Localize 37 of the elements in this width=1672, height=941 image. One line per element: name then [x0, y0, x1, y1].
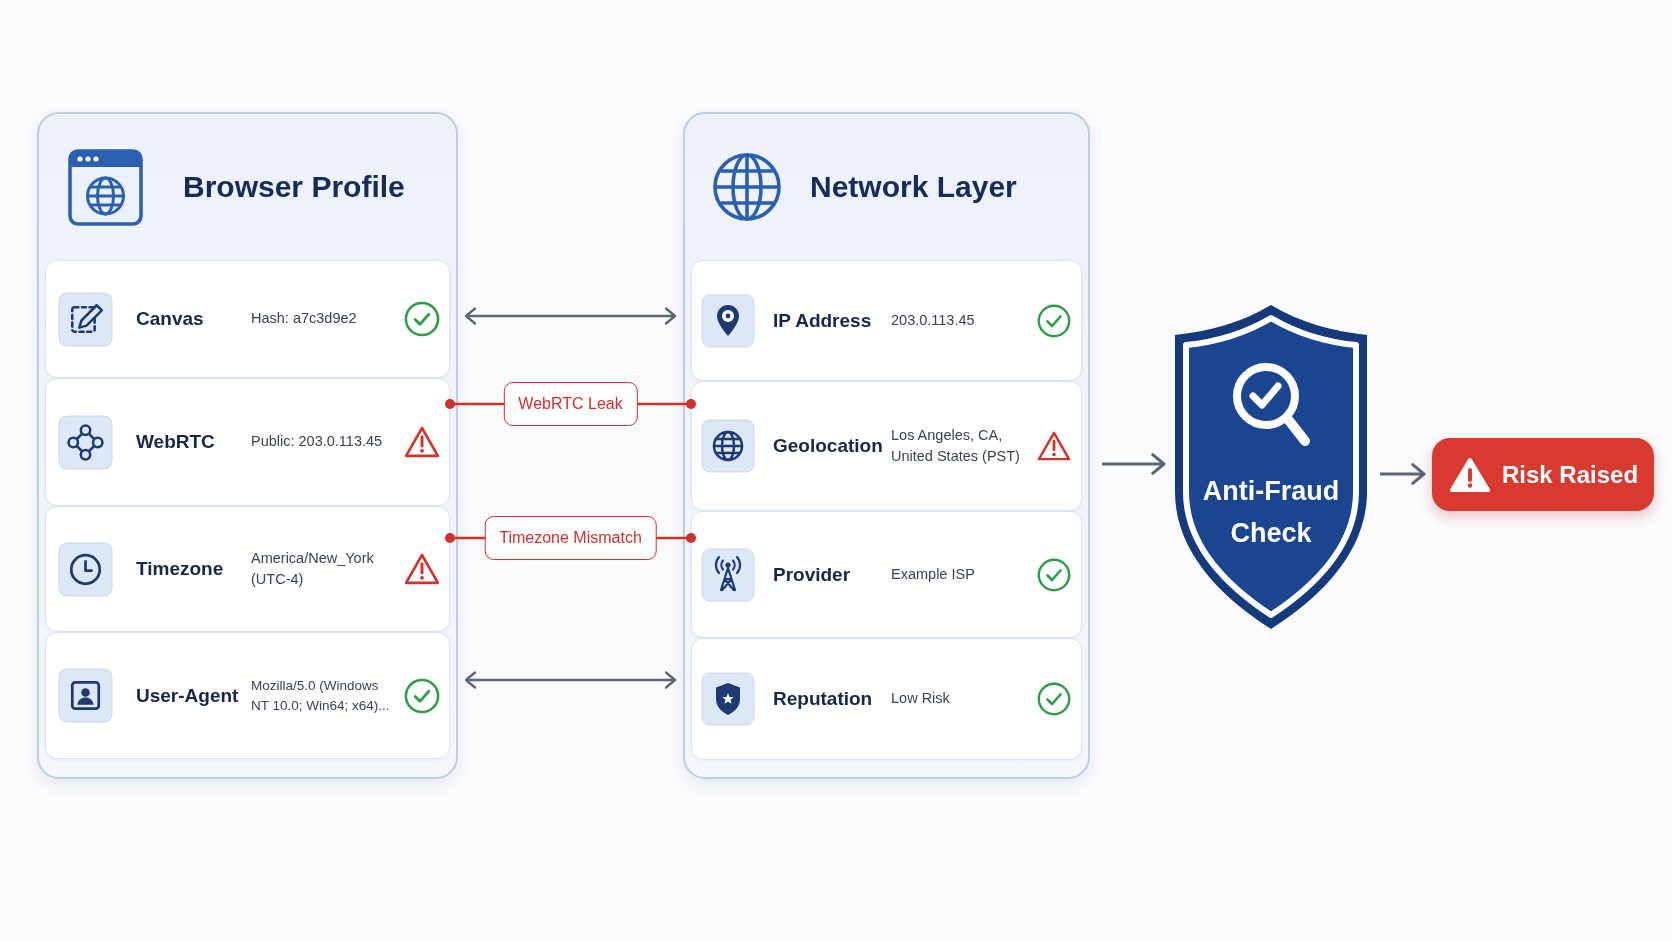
attribute-row: [691, 638, 1082, 760]
edge-label: WebRTC Leak: [503, 382, 638, 426]
double-arrow: [464, 307, 677, 325]
double-arrow: [464, 671, 677, 689]
attribute-value: Los Angeles, CA, United States (PST): [891, 426, 1021, 466]
alert-banner: [1432, 438, 1654, 511]
attribute-name: Timezone: [136, 558, 224, 580]
attribute-name: Provider: [773, 563, 851, 586]
attribute-row: [45, 632, 450, 759]
panel-title: Browser Profile: [183, 170, 405, 204]
attribute-row: [45, 378, 450, 506]
step-title: Anti-Fraud Check: [1201, 475, 1341, 550]
attribute-row: [45, 506, 450, 632]
attribute-value: America/New_York (UTC-4): [251, 549, 375, 589]
attribute-value: Public: 203.0.113.45: [251, 432, 383, 452]
arrow: [1380, 463, 1426, 485]
attribute-name: User-Agent: [136, 684, 239, 707]
attribute-name: Canvas: [136, 308, 204, 330]
attribute-row: [691, 381, 1082, 511]
attribute-row: [691, 511, 1082, 638]
alert-text: Risk Raised: [1502, 460, 1639, 489]
attribute-name: Geolocation: [773, 435, 883, 457]
attribute-value: Example ISP: [891, 565, 975, 584]
attribute-value: Hash: a7c3d9e2: [251, 309, 357, 329]
attribute-value: 203.0.113.45: [891, 311, 975, 330]
arrow: [1102, 453, 1166, 475]
info-panel: [683, 112, 1090, 779]
panel-title: Network Layer: [810, 170, 1017, 204]
edge-label: Timezone Mismatch: [484, 516, 657, 560]
attribute-name: WebRTC: [136, 431, 215, 453]
info-panel: [37, 112, 458, 779]
attribute-row: [691, 260, 1082, 381]
attribute-name: Reputation: [773, 688, 873, 710]
attribute-value: Mozilla/5.0 (Windows NT 10.0; Win64; x64)...: [251, 676, 391, 715]
attribute-name: IP Address: [773, 309, 872, 332]
attribute-row: [45, 260, 450, 378]
attribute-value: Low Risk: [891, 689, 950, 709]
